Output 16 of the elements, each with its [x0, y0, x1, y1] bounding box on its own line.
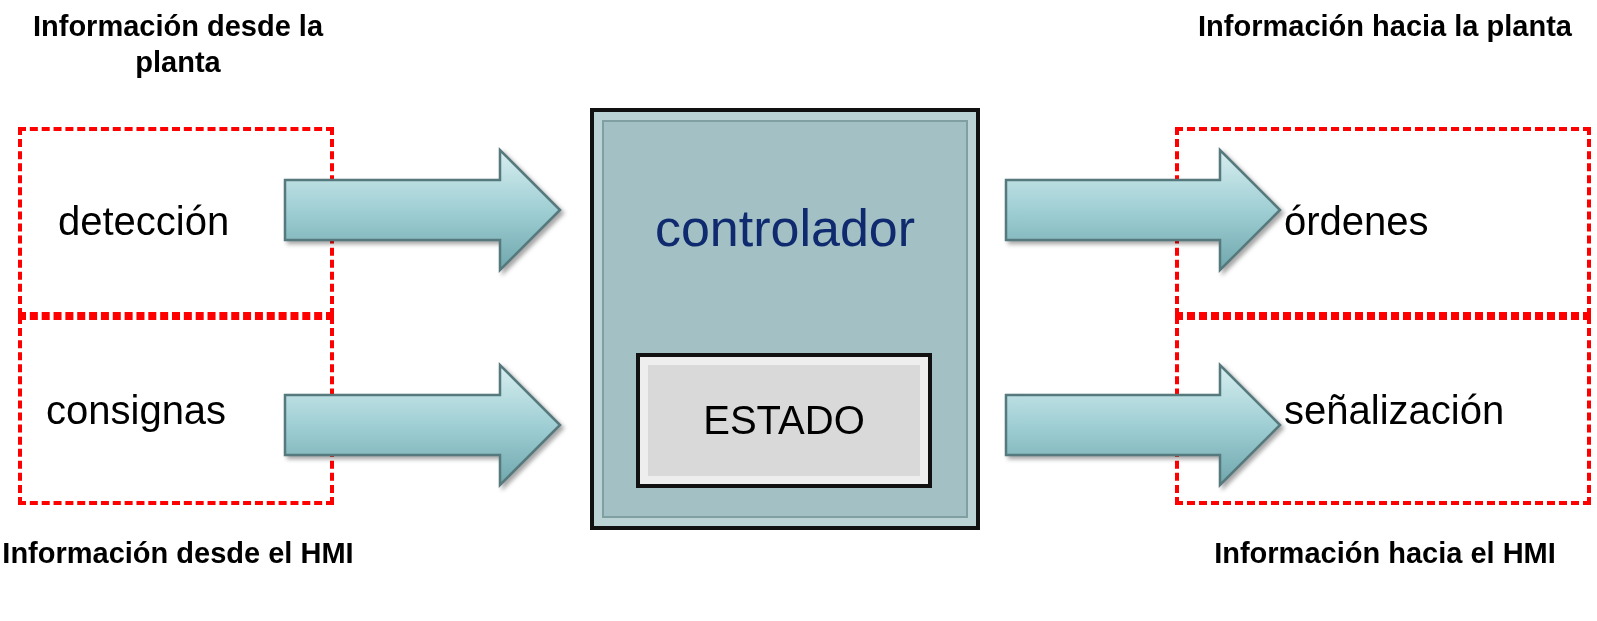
- block-arrow: [1004, 147, 1282, 273]
- signal-label: órdenes: [1284, 199, 1429, 244]
- block-arrow: [283, 362, 562, 488]
- signal-label: señalización: [1284, 388, 1505, 433]
- state-box: [636, 353, 932, 488]
- block-arrow: [283, 147, 562, 273]
- controller-box: [590, 108, 980, 530]
- section-heading: Información desde la planta: [31, 9, 325, 81]
- state-label: ESTADO: [703, 398, 865, 443]
- section-heading: Información desde el HMI: [1, 536, 355, 571]
- block-arrow: [1004, 362, 1282, 488]
- signal-label: consignas: [46, 388, 227, 433]
- section-heading: Información hacia la planta: [1197, 9, 1573, 44]
- section-heading: Información hacia el HMI: [1213, 536, 1557, 571]
- signal-label: detección: [58, 199, 230, 244]
- controller-label: controlador: [654, 198, 916, 258]
